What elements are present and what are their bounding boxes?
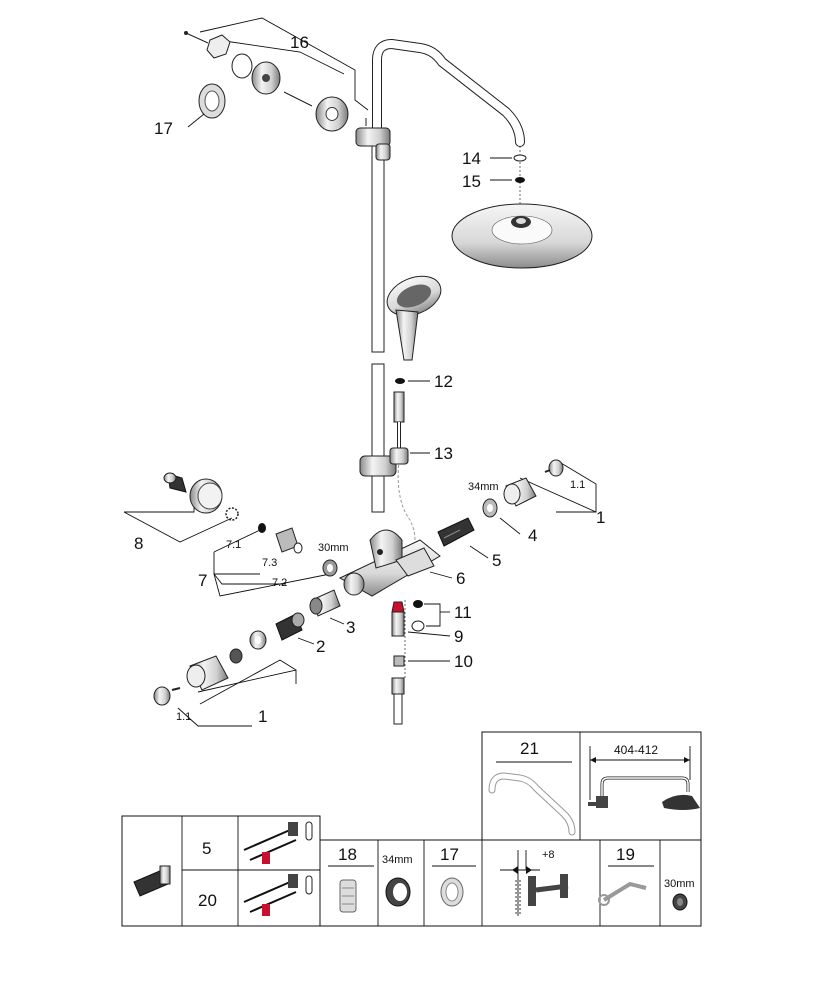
hand-shower [386, 275, 442, 361]
callout-1-1-left: 1.1 [176, 711, 191, 723]
dimension-drawing: 404-412 [588, 743, 700, 810]
union-2 [275, 612, 305, 641]
callout-34mm-top: 34mm [468, 481, 499, 493]
slide-holder-13 [359, 447, 409, 477]
spare-parts-table: 21 404-412 5 20 [121, 731, 702, 927]
table-label-18: 18 [338, 845, 357, 864]
table-label-34mm: 34mm [382, 854, 413, 866]
seal-11a [413, 600, 423, 608]
table-label-offset: +8 [542, 849, 555, 861]
callout-7: 7 [198, 571, 207, 590]
wall-flange [251, 61, 281, 95]
callout-3: 3 [346, 618, 355, 637]
left-middle-parts: 7.1 30mm 7.3 7 7.2 [198, 523, 349, 597]
left-spindle [163, 472, 187, 493]
nut-7-2 [322, 559, 338, 577]
left-cap [153, 686, 181, 706]
left-lower-parts: 1.1 1 [153, 630, 297, 727]
spare-ring-17 [440, 877, 464, 907]
callout-14: 14 [462, 149, 481, 168]
spare-shower-arm-21 [488, 772, 576, 836]
dimension-404-412: 404-412 [614, 743, 658, 757]
spare-offset-bracket: +8 [500, 849, 569, 916]
callout-1-1-right: 1.1 [570, 479, 585, 491]
s-union-5 [437, 517, 475, 547]
shower-riser-rail [355, 127, 391, 513]
callout-6: 6 [456, 569, 465, 588]
spare-nut-30mm [672, 893, 688, 911]
callout-2: 2 [316, 637, 325, 656]
cover-rosette [315, 96, 349, 132]
callout-11: 11 [454, 603, 472, 622]
union-3 [309, 589, 341, 617]
table-label-5: 5 [202, 839, 211, 858]
callout-9: 9 [454, 627, 463, 646]
head-seal-15 [515, 177, 525, 183]
left-union-small [229, 648, 243, 664]
right-cap [544, 459, 564, 477]
thermo-icon-20 [243, 874, 313, 916]
callout-5: 5 [492, 551, 501, 570]
spare-wrench-19 [598, 881, 647, 906]
right-extension-cover [503, 477, 537, 507]
spout-hose-connector [391, 677, 405, 725]
diverter-cartridge-9 [391, 601, 405, 637]
diverter-parts: 11 9 10 [391, 600, 473, 725]
callout-16: 16 [290, 33, 309, 52]
left-upper-parts: 8 [123, 472, 239, 553]
adapter-10 [393, 655, 405, 667]
left-inlet-parts: 3 2 [275, 589, 355, 656]
wall-bracket-assembly: 16 17 [154, 17, 369, 138]
callout-7-3: 7.3 [262, 557, 277, 569]
right-wall-parts: 1.1 1 34mm 4 5 [437, 459, 605, 570]
clip-7-3 [293, 542, 303, 554]
callout-1-right: 1 [596, 508, 605, 527]
callout-15: 15 [462, 172, 481, 191]
callout-10: 10 [454, 652, 473, 671]
clip-11b [411, 620, 425, 632]
callout-12: 12 [434, 372, 453, 391]
callout-30mm-top: 30mm [318, 542, 349, 554]
callout-7-1: 7.1 [226, 539, 241, 551]
callout-17: 17 [154, 119, 173, 138]
thermostat-mixer-6 [338, 529, 441, 597]
callout-13: 13 [434, 444, 453, 463]
table-label-17: 17 [440, 845, 459, 864]
rain-shower-head [451, 203, 593, 269]
table-label-30mm: 30mm [664, 878, 695, 890]
shower-arm [372, 38, 525, 147]
callout-1-left: 1 [258, 707, 267, 726]
spare-cartridge-18 [339, 879, 357, 913]
callout-4: 4 [528, 526, 537, 545]
left-extension-cover [186, 655, 229, 691]
head-washer-14 [513, 154, 527, 162]
spare-nut-34mm [385, 877, 411, 907]
table-label-20: 20 [198, 891, 217, 910]
star-washer [225, 507, 239, 521]
left-temperature-knob [189, 478, 223, 514]
table-label-21: 21 [520, 739, 539, 758]
cartridge-7-1 [258, 523, 266, 533]
callout-7-2: 7.2 [272, 577, 287, 589]
thermo-icon-5 [243, 821, 313, 864]
hex-nut-4 [482, 498, 498, 518]
hose-washer-12 [395, 378, 405, 384]
rosette-ring-17 [198, 83, 226, 119]
table-label-19: 19 [616, 845, 635, 864]
spare-connector [133, 865, 171, 897]
left-nut [249, 630, 267, 650]
callout-8: 8 [134, 534, 143, 553]
